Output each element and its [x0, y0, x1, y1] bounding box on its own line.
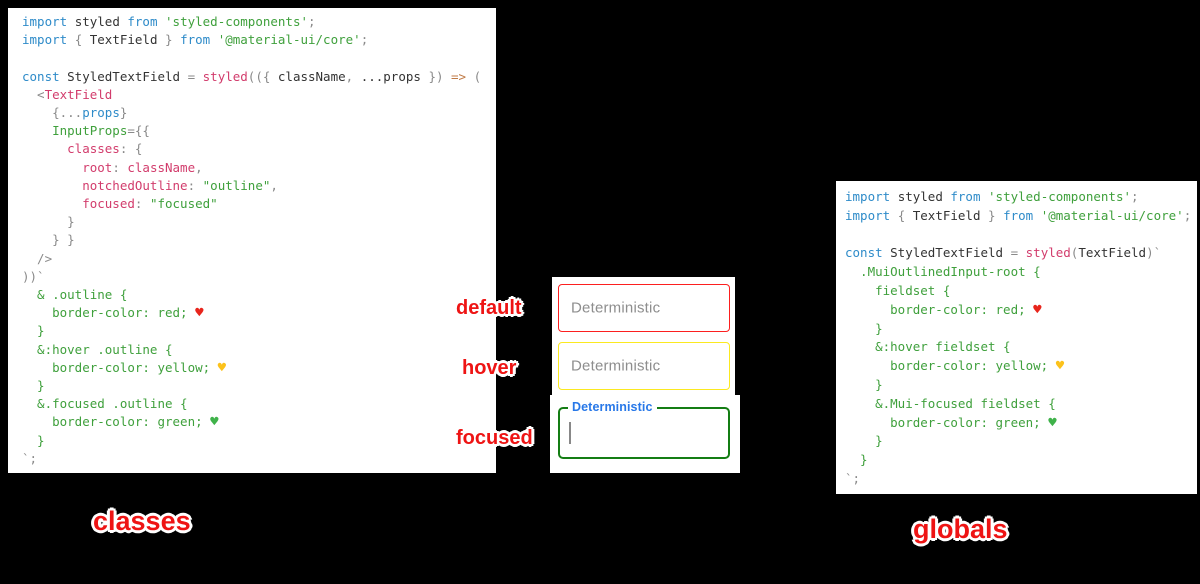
caption-globals: globals	[913, 514, 1008, 544]
textfield-default[interactable]: Deterministic	[558, 284, 730, 332]
globals-code-panel: import styled from 'styled-components';i…	[836, 181, 1197, 494]
text-caret	[569, 422, 571, 444]
classes-code-panel: import styled from 'styled-components';i…	[8, 8, 496, 473]
textfield-hover-placeholder: Deterministic	[571, 357, 661, 375]
state-label-default: default	[456, 297, 522, 319]
caption-classes: classes	[93, 506, 191, 536]
textfield-focused[interactable]: Deterministic	[558, 400, 730, 459]
state-label-hover: hover	[462, 357, 517, 379]
textfield-demo-card-bottom: Deterministic	[550, 395, 740, 473]
textfield-demo-card-top: Deterministic Deterministic	[552, 277, 735, 395]
textfield-default-placeholder: Deterministic	[571, 299, 661, 317]
globals-code: import styled from 'styled-components';i…	[845, 189, 1192, 486]
classes-code: import styled from 'styled-components';i…	[22, 14, 482, 466]
textfield-focused-label: Deterministic	[568, 400, 657, 414]
state-label-focused: focused	[456, 427, 533, 449]
textfield-hover[interactable]: Deterministic	[558, 342, 730, 390]
